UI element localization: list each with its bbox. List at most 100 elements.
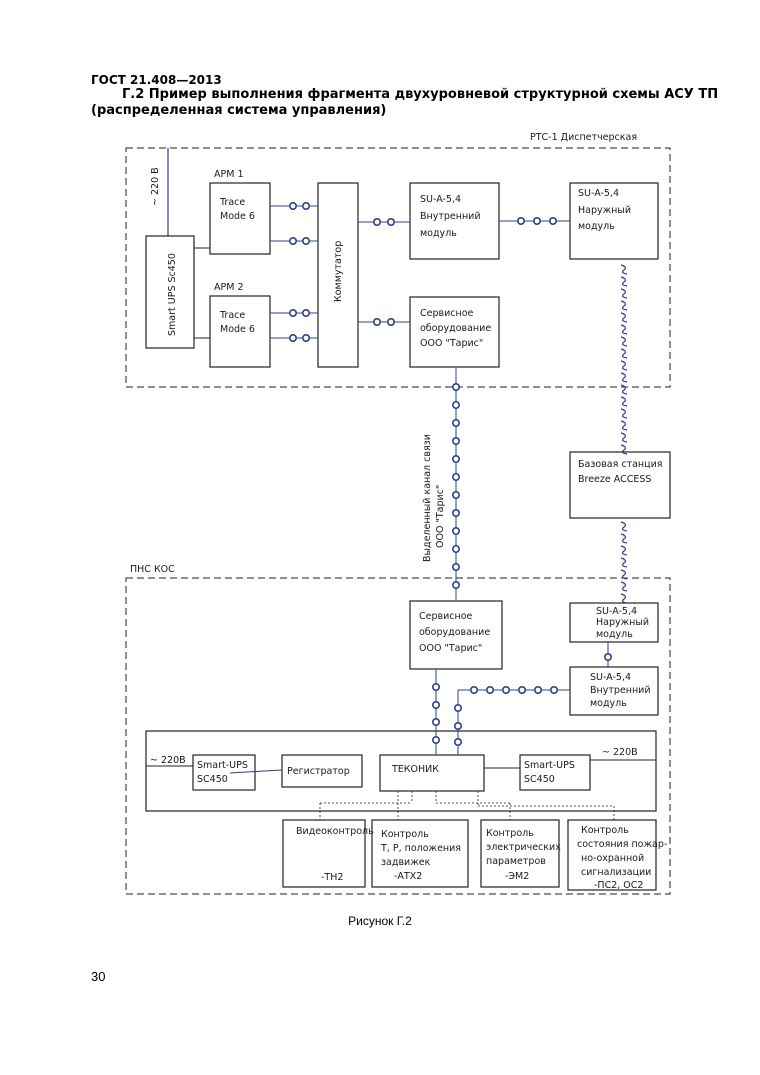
radio-wave: [620, 557, 628, 568]
arm2-box: [209, 295, 271, 368]
radio-wave: [620, 264, 628, 275]
base-station-box: [569, 451, 671, 519]
ups-top-box: [145, 235, 195, 349]
su-outer-bottom-box: [569, 602, 659, 643]
link-dot: [288, 333, 297, 342]
control-tp-l4: -АТХ2: [394, 871, 422, 882]
control-el-l4: -ЭМ2: [505, 871, 529, 882]
radio-wave: [620, 384, 628, 395]
link-dot: [451, 454, 460, 463]
radio-wave: [620, 300, 628, 311]
link-dot: [431, 717, 440, 726]
link-dot: [386, 218, 395, 227]
power-220-left: ~ 220В: [150, 755, 186, 766]
power-220-right: ~ 220В: [602, 747, 638, 758]
channel-label-l2: ООО "Тарис": [435, 485, 446, 548]
link-dot: [517, 685, 526, 694]
radio-links: [620, 264, 628, 604]
tekonik-label: ТЕКОНИК: [391, 764, 439, 775]
radio-wave: [620, 288, 628, 299]
control-alarm-l1: Контроль: [581, 825, 629, 836]
radio-wave: [620, 444, 628, 455]
control-el-l3: параметров: [486, 856, 546, 867]
link-dot: [451, 382, 460, 391]
registrar-box: [281, 754, 363, 788]
control-tp-l2: Т, Р, положения: [380, 843, 461, 854]
link-dot: [301, 237, 310, 246]
link-dot: [533, 685, 542, 694]
control-el-l1: Контроль: [486, 828, 534, 839]
link-dot: [372, 317, 381, 326]
link-dot: [451, 418, 460, 427]
arm1-box: [209, 182, 271, 255]
base-station-l1: Базовая станция: [578, 459, 663, 470]
service-top-l3: ООО "Тарис": [420, 338, 483, 349]
link-dot: [501, 685, 510, 694]
switch-box: [317, 182, 359, 368]
link-dot: [288, 237, 297, 246]
figure-title-line-1: Г.2 Пример выполнения фрагмента двухуров…: [122, 87, 719, 102]
control-tp-l1: Контроль: [381, 829, 429, 840]
link-dot: [603, 652, 612, 661]
page-number: 30: [91, 969, 106, 984]
su-inner-bottom-l3: модуль: [590, 698, 627, 709]
radio-wave: [620, 276, 628, 287]
control-alarm-l3: но-охранной: [581, 853, 644, 864]
video-control-box: [282, 819, 366, 888]
channel-label-l1: Выделенный канал связи: [422, 434, 433, 562]
figure-title-line-2: (распределенная система управления): [91, 103, 387, 118]
arm1-trace-line1: Trace: [219, 197, 245, 208]
video-control-l1: Видеоконтроль: [296, 826, 374, 837]
ups-right-box: [519, 754, 591, 791]
video-control-l2: -ТН2: [321, 872, 343, 883]
radio-wave: [620, 420, 628, 431]
link-dot: [451, 436, 460, 445]
service-bottom-l2: оборудование: [419, 627, 490, 638]
su-outer-top-l1: SU-A-5,4: [578, 188, 619, 199]
ups-right-l1: Smart-UPS: [524, 760, 575, 771]
service-bottom-l3: ООО "Тарис": [419, 643, 482, 654]
radio-wave: [620, 312, 628, 323]
link-dot: [453, 737, 462, 746]
service-top-box: [409, 296, 500, 368]
radio-wave: [620, 396, 628, 407]
ups-top-label: Smart UPS Sc450: [167, 253, 178, 336]
ups-right-l2: SC450: [524, 774, 555, 785]
su-outer-top-l2: Наружный: [578, 205, 631, 216]
link-dot: [453, 703, 462, 712]
radio-wave: [620, 336, 628, 347]
su-inner-top-l2: Внутренний: [420, 211, 481, 222]
radio-wave: [620, 521, 628, 532]
ups-left-l2: SC450: [197, 774, 228, 785]
link-dot: [288, 308, 297, 317]
registrar-label: Регистратор: [287, 766, 350, 777]
link-dot: [301, 202, 310, 211]
link-dot: [549, 685, 558, 694]
link-dot: [386, 317, 395, 326]
arm2-label: АРМ 2: [214, 282, 244, 293]
arm2-trace-line2: Mode 6: [220, 324, 255, 335]
top-area-label: РТС-1 Диспетчерская: [530, 132, 637, 143]
arm2-trace-line1: Trace: [219, 310, 245, 321]
link-dot: [532, 217, 541, 226]
link-dot: [301, 308, 310, 317]
su-inner-bottom-l1: SU-A-5,4: [590, 672, 631, 683]
equipment-frame: [145, 730, 657, 812]
control-alarm-l5: -ПС2, ОС2: [594, 880, 643, 891]
link-dot: [451, 562, 460, 571]
radio-wave: [620, 533, 628, 544]
su-outer-bottom-l3: модуль: [596, 629, 633, 640]
link-dot: [431, 735, 440, 744]
radio-wave: [620, 593, 628, 604]
link-dot: [431, 682, 440, 691]
link-markers: [288, 202, 612, 746]
su-inner-top-l3: модуль: [420, 228, 457, 239]
base-station-l2: Breeze ACCESS: [578, 474, 651, 485]
service-top-l2: оборудование: [420, 323, 491, 334]
su-outer-top-l3: модуль: [578, 221, 615, 232]
arm1-label: АРМ 1: [214, 169, 244, 180]
link-dot: [453, 721, 462, 730]
link-dot: [451, 544, 460, 553]
link-dot: [288, 202, 297, 211]
